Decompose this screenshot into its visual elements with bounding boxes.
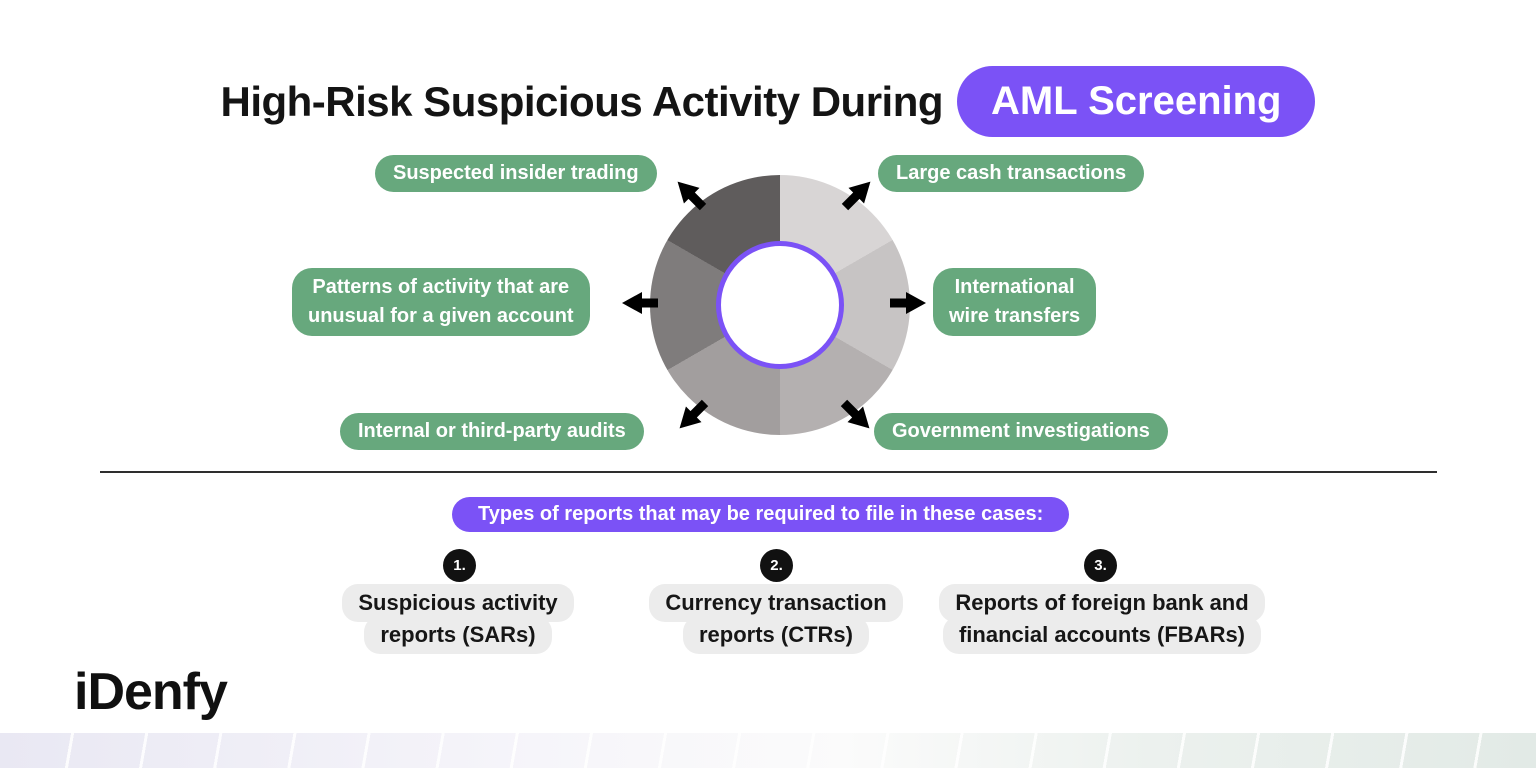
report-text-line: Suspicious activity [342,584,574,622]
wheel-label-large-cash-transactions: Large cash transactions [878,155,1145,192]
activity-wheel [650,175,910,435]
wheel-label-international-wire-transfers: International wire transfers [933,268,1097,336]
label-line: wire transfers [949,305,1081,327]
wheel-label-internal-third-party-audits: Internal or third-party audits [340,413,644,450]
report-text-line: reports (SARs) [364,616,552,654]
reports-heading-pill: Types of reports that may be required to… [452,497,1070,532]
report-item-sars: Suspicious activity reports (SARs) [298,584,618,654]
label-line: Patterns of activity that are [312,276,570,298]
report-text-line: Reports of foreign bank and [939,584,1265,622]
report-item-fbars: Reports of foreign bank and financial ac… [939,584,1265,654]
wheel-label-government-investigations: Government investigations [874,413,1168,450]
label-line: International [954,276,1075,298]
report-text-line: Currency transaction [649,584,903,622]
label-line: Large cash transactions [896,162,1127,184]
section-divider [100,471,1437,473]
number-badge-3: 3. [1084,549,1117,582]
arrow-left-icon [622,291,660,315]
bottom-decoration-bar [0,733,1536,768]
arrow-up-right-icon [835,173,879,217]
number-badge-1: 1. [443,549,476,582]
label-line: unusual for a given account [308,305,574,327]
idenfy-logo: iDenfy [74,663,228,721]
report-item-ctrs: Currency transaction reports (CTRs) [616,584,936,654]
wheel-label-unusual-activity-patterns: Patterns of activity that are unusual fo… [292,268,590,336]
arrow-down-right-icon [834,393,878,437]
label-line: Government investigations [892,420,1150,442]
aml-screening-badge: AML Screening [957,66,1316,137]
number-badge-2: 2. [760,549,793,582]
wheel-center-ring [716,241,844,369]
label-line: Internal or third-party audits [358,420,626,442]
arrow-up-left-icon [669,173,713,217]
arrow-right-icon [888,291,926,315]
page-title: High-Risk Suspicious Activity During [220,77,944,125]
header: High-Risk Suspicious Activity During AML… [0,66,1536,137]
label-line: Suspected insider trading [393,162,639,184]
report-text-line: financial accounts (FBARs) [942,616,1262,654]
arrow-down-left-icon [671,393,715,437]
report-text-line: reports (CTRs) [682,616,869,654]
wheel-label-suspected-insider-trading: Suspected insider trading [375,155,657,192]
